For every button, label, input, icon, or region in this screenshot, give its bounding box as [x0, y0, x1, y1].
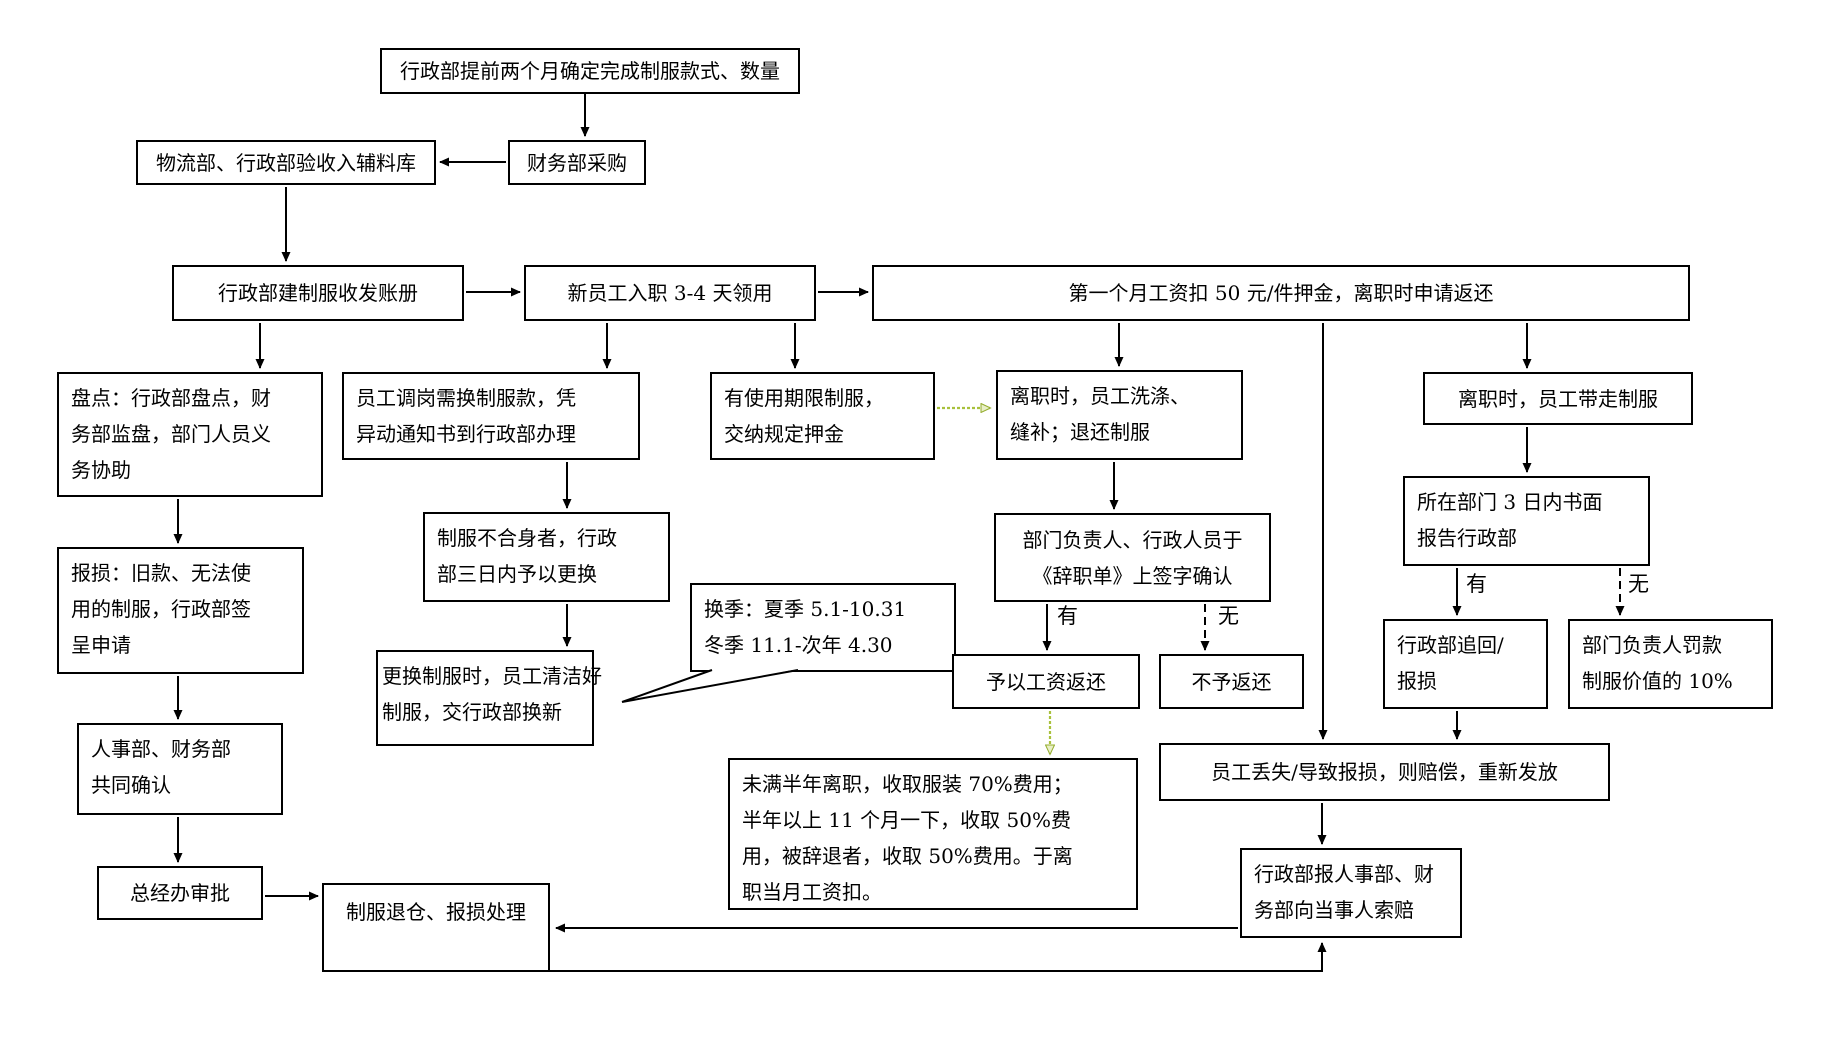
arrow-warehouse-return-to-claim — [550, 942, 1327, 972]
node-hr-finance-confirm: 人事部、财务部 共同确认 — [77, 723, 283, 815]
node-leave-wash-return: 离职时，员工洗涤、 缝补；退还制服 — [996, 370, 1243, 460]
node-no-refund: 不予返还 — [1159, 654, 1304, 709]
node-uniform-ledger: 行政部建制服收发账册 — [172, 265, 464, 321]
node-replace-clean-uniform: 更换制服时，员工清洁好 制服，交行政部换新 — [376, 650, 602, 746]
node-unfit-replace-3-days: 制服不合身者，行政 部三日内予以更换 — [423, 512, 670, 602]
node-transfer-exchange: 员工调岗需换制服款，凭 异动通知书到行政部办理 — [342, 372, 640, 460]
node-lost-compensate-reissue: 员工丢失/导致报损，则赔偿，重新发放 — [1159, 743, 1610, 801]
callout-tail-lines — [621, 669, 799, 703]
node-gm-office-approval: 总经办审批 — [97, 866, 263, 920]
node-admin-determine-style: 行政部提前两个月确定完成制服款式、数量 — [380, 48, 800, 94]
node-leave-fee-rules: 未满半年离职，收取服装 70%费用； 半年以上 11 个月一下，收取 50%费 … — [728, 758, 1138, 910]
branch-label-has-1: 有 — [1057, 604, 1078, 628]
branch-label-has-2: 有 — [1466, 572, 1487, 596]
callout-tail-fill — [622, 669, 798, 703]
node-season-change-callout: 换季：夏季 5.1-10.31 冬季 11.1-次年 4.30 — [690, 583, 956, 672]
branch-label-none-1: 无 — [1218, 604, 1239, 628]
branch-label-none-2: 无 — [1628, 572, 1649, 596]
node-manager-fine-10pct: 部门负责人罚款 制服价值的 10% — [1568, 619, 1773, 709]
node-logistics-receive-warehouse: 物流部、行政部验收入辅料库 — [136, 140, 436, 185]
node-claim-compensation: 行政部报人事部、财 务部向当事人索赔 — [1240, 848, 1462, 938]
node-finance-purchase: 财务部采购 — [508, 140, 646, 185]
node-leave-take-uniform: 离职时，员工带走制服 — [1423, 372, 1693, 425]
node-refund-with-salary: 予以工资返还 — [952, 654, 1140, 709]
node-scrap-apply: 报损：旧款、无法使 用的制服，行政部签 呈申请 — [57, 547, 304, 674]
node-uniform-return-scrap-handle: 制服退仓、报损处理 — [322, 883, 550, 972]
node-sign-resignation-form: 部门负责人、行政人员于 《辞职单》上签字确认 — [994, 513, 1271, 602]
node-admin-recover-scrap: 行政部追回/ 报损 — [1383, 619, 1548, 709]
node-inventory-check: 盘点：行政部盘点，财 务部监盘，部门人员义 务协助 — [57, 372, 323, 497]
node-salary-deposit-rule: 第一个月工资扣 50 元/件押金，离职时申请返还 — [872, 265, 1690, 321]
node-newhire-collect: 新员工入职 3-4 天领用 — [524, 265, 816, 321]
node-limited-term-deposit: 有使用期限制服， 交纳规定押金 — [710, 372, 935, 460]
node-report-within-3-days: 所在部门 3 日内书面 报告行政部 — [1403, 476, 1650, 566]
